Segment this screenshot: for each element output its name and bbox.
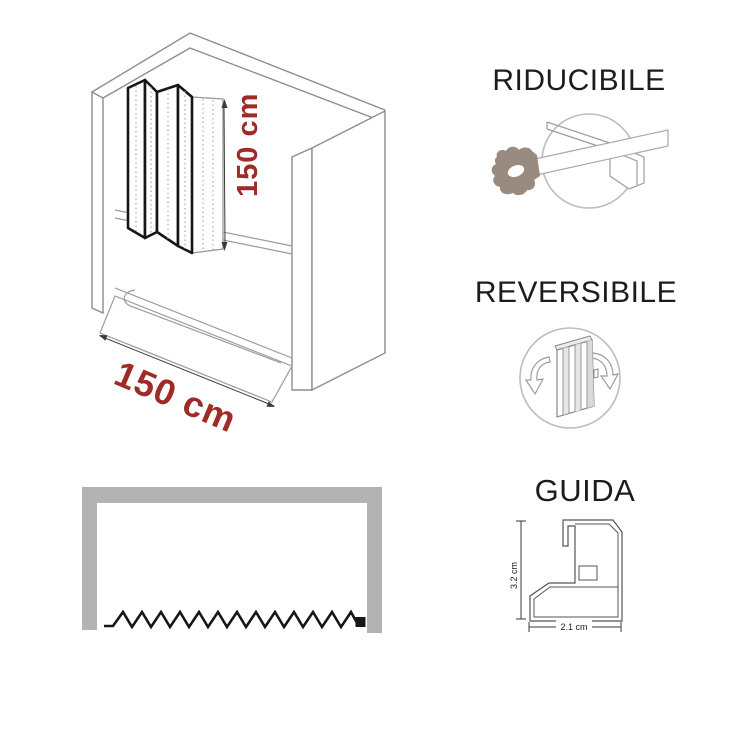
- guide-width-label: 2.1 cm: [560, 622, 587, 632]
- height-dimension-label: 150 cm: [232, 93, 264, 197]
- plan-view-diagram: [82, 487, 382, 633]
- folded-screen-zigzag: [104, 609, 359, 630]
- rotate-arrow-left: [524, 356, 551, 396]
- rail-cross-section: [529, 519, 623, 622]
- feature-title-riducibile: RIDUCIBILE: [492, 64, 666, 97]
- guide-height-dimension: 3.2 cm: [509, 520, 526, 620]
- bathtub-isometric-diagram: 150 cm 150 cm: [91, 32, 386, 440]
- frame-walls: [82, 487, 382, 633]
- rotate-arrow-right: [591, 352, 620, 391]
- walls-drawing: [91, 32, 386, 392]
- feature-title-reversibile: REVERSIBILE: [474, 276, 678, 309]
- screen-end-block: [355, 617, 366, 627]
- screen-handle: [593, 368, 599, 379]
- height-dimension: 150 cm: [221, 93, 264, 251]
- guide-height-label: 3.2 cm: [509, 562, 519, 589]
- feature-title-guida: GUIDA: [534, 473, 636, 508]
- folding-screen-drawing: [126, 78, 224, 255]
- reversible-icon: [519, 327, 621, 429]
- guide-width-dimension: 2.1 cm: [528, 620, 622, 632]
- saw-icon: [491, 113, 669, 209]
- saw-handle-hole: [507, 164, 525, 178]
- guida-profile-diagram: 3.2 cm 2.1 cm: [509, 519, 623, 632]
- folding-screen-mini: [554, 335, 599, 418]
